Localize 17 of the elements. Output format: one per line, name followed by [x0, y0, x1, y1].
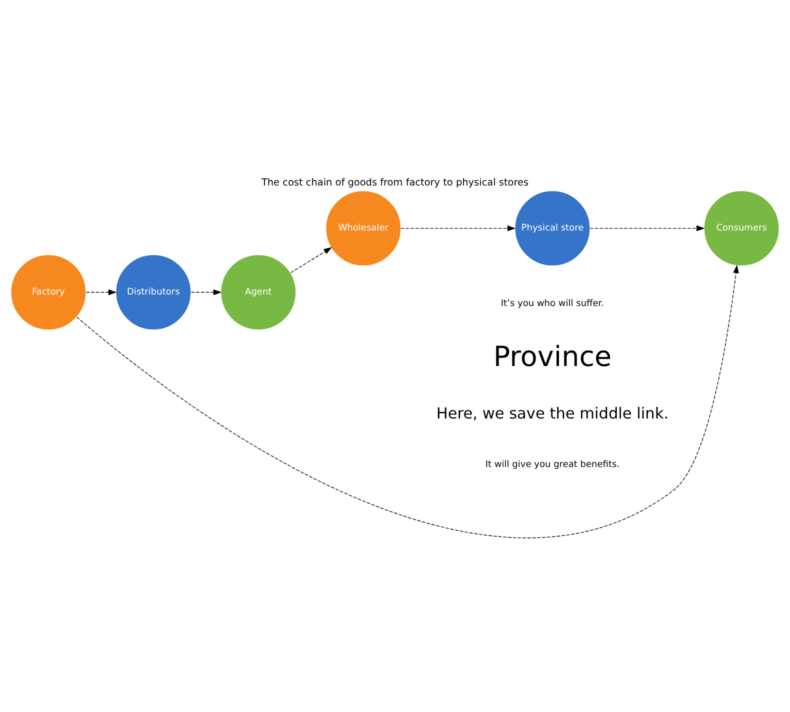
arrow: [76, 264, 739, 538]
node-circle: Distributors: [116, 254, 192, 330]
arrow: [190, 288, 222, 295]
arrow: [590, 224, 705, 231]
node-circle: Physical store: [514, 190, 590, 266]
node-circle: Consumers: [704, 190, 780, 266]
arrow: [290, 246, 332, 273]
label: It’s you who will suffer.: [500, 298, 604, 308]
diagram-title: The cost chain of goods from factory to physical stores: [261, 176, 529, 188]
label: Province: [493, 339, 612, 372]
arrow: [86, 288, 117, 295]
node-circle: Wholesaler: [325, 190, 402, 266]
arrow: [400, 224, 516, 231]
node-circle: Factory: [10, 254, 86, 330]
node-circle: Agent: [220, 254, 296, 330]
label: It will give you great benefits.: [485, 460, 620, 470]
label: Here, we save the middle link.: [436, 404, 669, 422]
